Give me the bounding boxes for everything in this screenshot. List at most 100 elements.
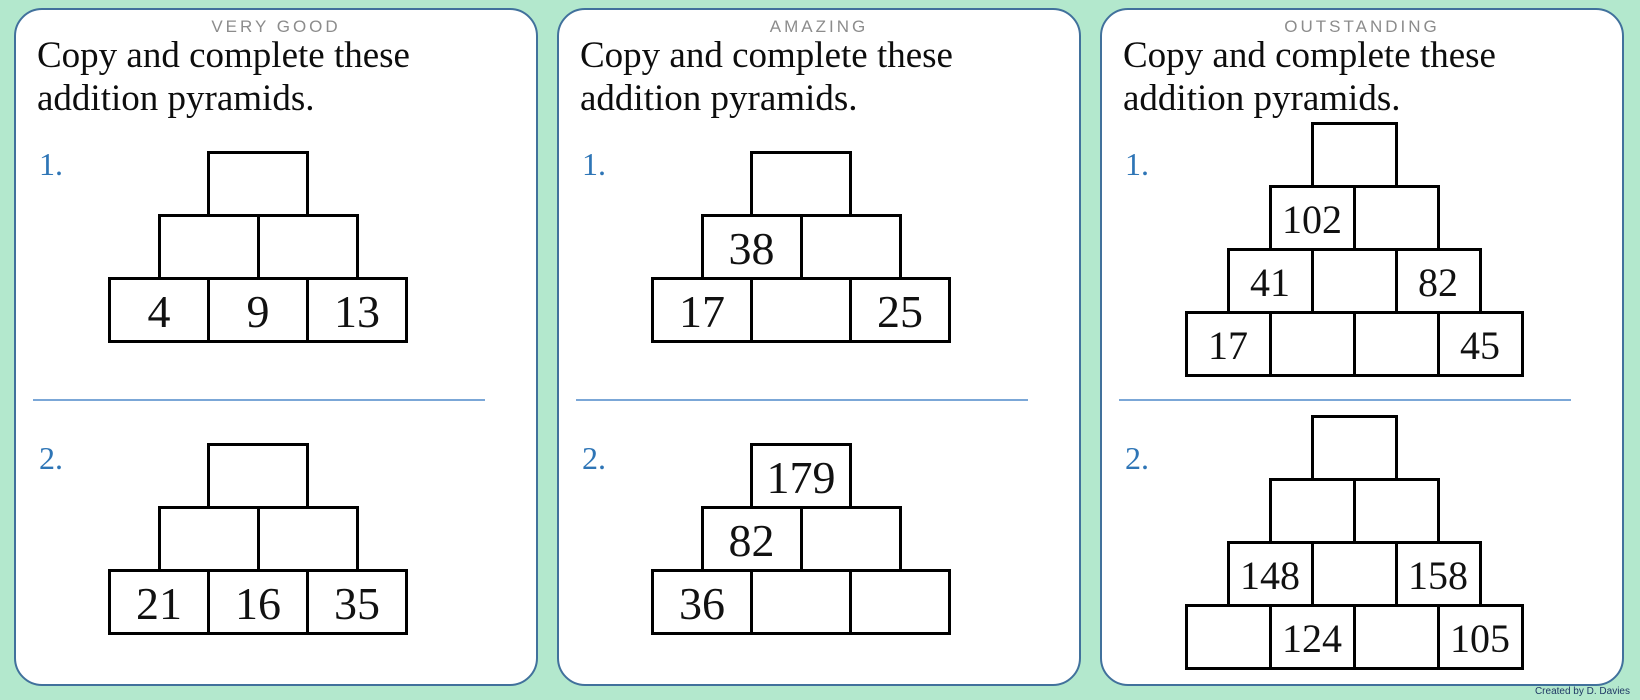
instructions: Copy and complete these addition pyramid… — [37, 35, 522, 121]
pyramid-cell-filled: 124 — [1268, 604, 1356, 670]
pyramid-cell-filled: 38 — [700, 214, 803, 280]
pyramid-row — [1185, 122, 1524, 188]
card-very-good: VERY GOOD Copy and complete these additi… — [14, 8, 538, 686]
pyramid-cell-empty — [256, 506, 359, 572]
pyramid-cell-empty — [750, 569, 852, 635]
award-label: OUTSTANDING — [1284, 17, 1440, 36]
question-number-1: 1. — [582, 146, 606, 182]
pyramid-cell-filled: 9 — [207, 277, 309, 343]
pyramid-row — [1185, 478, 1524, 544]
worksheet-cards: VERY GOOD Copy and complete these additi… — [14, 8, 1624, 686]
pyramid-cell-filled: 102 — [1268, 185, 1356, 251]
pyramid-2-wrap: 148 158 124 105 — [1102, 415, 1622, 670]
instructions: Copy and complete these addition pyramid… — [1123, 35, 1608, 121]
pyramid-cell-filled: 41 — [1226, 248, 1314, 314]
pyramid-cell-empty — [256, 214, 359, 280]
pyramid-cell-empty — [849, 569, 951, 635]
instructions: Copy and complete these addition pyramid… — [580, 35, 1065, 121]
card-outstanding: OUTSTANDING Copy and complete these addi… — [1100, 8, 1624, 686]
pyramid-cell-filled: 25 — [849, 277, 951, 343]
credit-text: Created by D. Davies — [1534, 686, 1630, 697]
question-number-2: 2. — [39, 440, 63, 476]
award-label: AMAZING — [769, 17, 869, 36]
pyramid-cell-empty — [1310, 248, 1398, 314]
instructions-line1: Copy and complete these — [580, 35, 953, 76]
pyramid-row: 82 — [651, 506, 951, 572]
section-divider — [1119, 399, 1571, 401]
question-number-2: 2. — [582, 440, 606, 476]
section-divider — [33, 399, 485, 401]
pyramid-cell-empty — [1352, 604, 1440, 670]
pyramid-cell-filled: 35 — [306, 569, 408, 635]
pyramid-cell-filled: 158 — [1394, 541, 1482, 607]
instructions-line2: addition pyramids. — [37, 77, 315, 119]
pyramid-cell-filled: 16 — [207, 569, 309, 635]
pyramid-cell-filled: 179 — [750, 443, 852, 509]
pyramid-row — [108, 443, 408, 509]
pyramid-cell-empty — [1184, 604, 1272, 670]
addition-pyramid-2: 148 158 124 105 — [1184, 415, 1524, 670]
pyramid-cell-empty — [799, 506, 902, 572]
pyramid-cell-filled: 17 — [1184, 311, 1272, 377]
pyramid-row: 102 — [1185, 185, 1524, 251]
pyramid-row — [651, 151, 951, 217]
pyramid-row: 38 — [651, 214, 951, 280]
pyramid-cell-empty — [750, 151, 852, 217]
instructions-line2: addition pyramids. — [580, 77, 858, 119]
pyramid-cell-empty — [799, 214, 902, 280]
pyramid-cell-empty — [157, 506, 260, 572]
pyramid-cell-empty — [1310, 122, 1398, 188]
pyramid-cell-filled: 148 — [1226, 541, 1314, 607]
pyramid-cell-empty — [207, 443, 309, 509]
card-amazing: AMAZING Copy and complete these addition… — [557, 8, 1081, 686]
pyramid-cell-filled: 105 — [1436, 604, 1524, 670]
pyramid-cell-empty — [1352, 311, 1440, 377]
award-label: VERY GOOD — [211, 17, 341, 36]
pyramid-cell-empty — [207, 151, 309, 217]
pyramid-row: 148 158 — [1185, 541, 1524, 607]
pyramid-cell-empty — [1310, 415, 1398, 481]
pyramid-row — [108, 151, 408, 217]
pyramid-cell-empty — [1268, 478, 1356, 544]
pyramid-row: 179 — [651, 443, 951, 509]
pyramid-cell-empty — [750, 277, 852, 343]
pyramid-cell-filled: 36 — [651, 569, 753, 635]
pyramid-cell-filled: 21 — [108, 569, 210, 635]
pyramid-row — [108, 214, 408, 280]
question-number-1: 1. — [1125, 146, 1149, 182]
pyramid-cell-filled: 17 — [651, 277, 753, 343]
pyramid-row: 41 82 — [1185, 248, 1524, 314]
instructions-line1: Copy and complete these — [1123, 35, 1496, 76]
pyramid-cell-empty — [1352, 185, 1440, 251]
instructions-line2: addition pyramids. — [1123, 77, 1401, 119]
pyramid-cell-filled: 4 — [108, 277, 210, 343]
pyramid-cell-filled: 13 — [306, 277, 408, 343]
question-number-1: 1. — [39, 146, 63, 182]
pyramid-cell-filled: 82 — [700, 506, 803, 572]
pyramid-cell-filled: 82 — [1394, 248, 1482, 314]
pyramid-cell-empty — [1352, 478, 1440, 544]
pyramid-row: 36 — [651, 569, 951, 635]
instructions-line1: Copy and complete these — [37, 35, 410, 76]
pyramid-row — [1185, 415, 1524, 481]
pyramid-cell-empty — [157, 214, 260, 280]
section-divider — [576, 399, 1028, 401]
pyramid-cell-filled: 45 — [1436, 311, 1524, 377]
pyramid-row: 124 105 — [1184, 604, 1524, 670]
pyramid-row — [108, 506, 408, 572]
pyramid-cell-empty — [1310, 541, 1398, 607]
